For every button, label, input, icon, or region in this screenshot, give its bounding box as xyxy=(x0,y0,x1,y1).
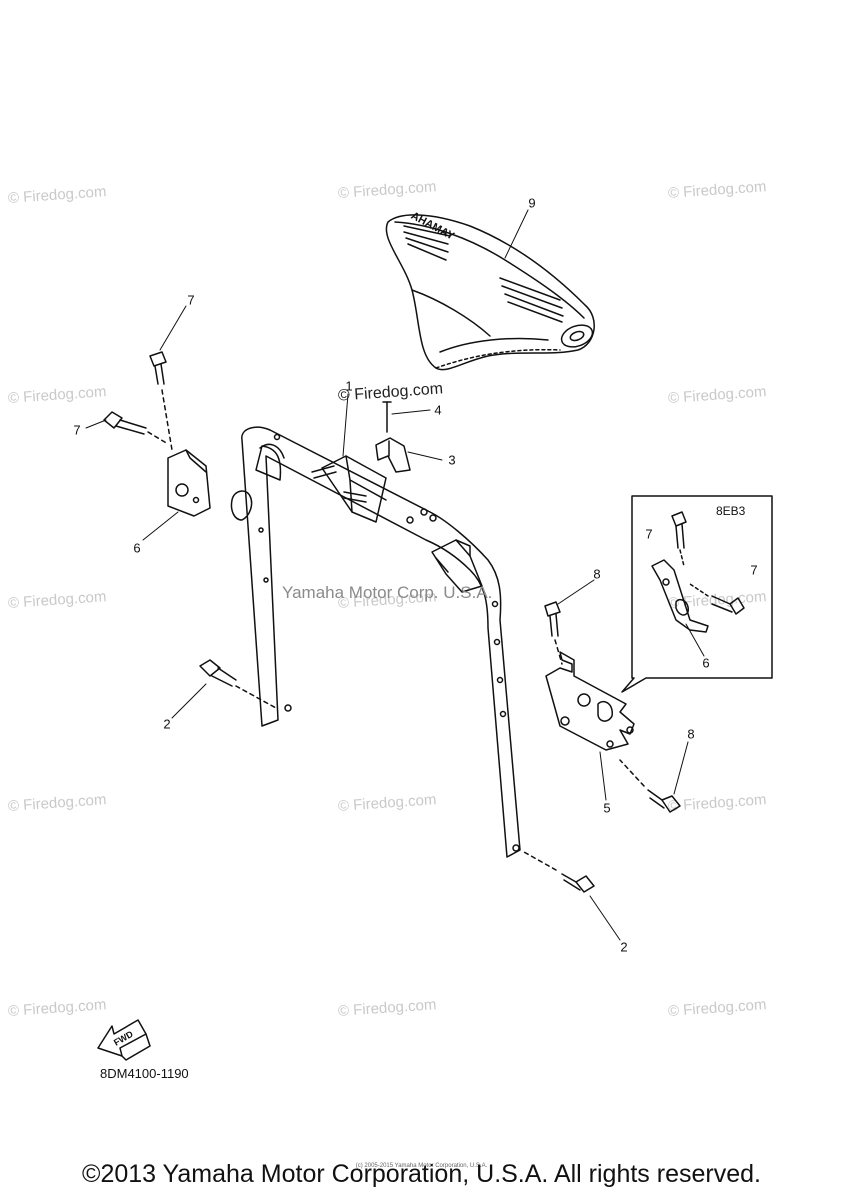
leader-lines xyxy=(85,209,705,941)
callout-2-left: 2 xyxy=(163,716,171,732)
bolt-part-7-upper xyxy=(149,351,173,451)
seat-brand-text: YAMAHA xyxy=(409,210,456,243)
fwd-arrow-icon xyxy=(97,1019,151,1061)
bracket-part-6 xyxy=(167,449,253,521)
fwd-label: FWD xyxy=(112,1029,135,1048)
callout-9: 9 xyxy=(528,195,536,211)
callout-7-left: 7 xyxy=(73,422,81,438)
callout-1: 1 xyxy=(345,378,353,394)
diagram-code: 8DM4100-1190 xyxy=(100,1066,189,1081)
inset-label: 8EB3 xyxy=(716,504,746,518)
callout-8-lower: 8 xyxy=(687,726,695,742)
frame-part-1 xyxy=(241,426,521,858)
seat-pad-part-9 xyxy=(385,214,595,371)
bolt-part-2-left xyxy=(199,659,277,709)
bolt-part-8-lower xyxy=(619,759,681,813)
tiny-notice: (c) 2005-2015 Yamaha Motor Corporation, … xyxy=(355,1163,488,1169)
plate-part-5 xyxy=(545,651,635,751)
callout-7-upper: 7 xyxy=(187,292,195,308)
callout-5: 5 xyxy=(603,800,611,816)
clip-part-3 xyxy=(375,437,411,473)
callout-6: 6 xyxy=(133,540,141,556)
callout-4: 4 xyxy=(434,402,442,418)
callout-2-right: 2 xyxy=(620,939,628,955)
screw-part-4 xyxy=(382,401,392,433)
yamaha-overlay: Yamaha Motor Corp. U.S.A. xyxy=(282,583,493,602)
callout-3: 3 xyxy=(448,452,456,468)
callout-8-upper: 8 xyxy=(593,566,601,582)
callout-7-inset-right: 7 xyxy=(750,562,758,578)
callout-6-inset: 6 xyxy=(702,655,710,671)
callout-7-inset-upper: 7 xyxy=(645,526,653,542)
copyright-notice: ©2013 Yamaha Motor Corporation, U.S.A. A… xyxy=(82,1160,761,1188)
inset-box xyxy=(621,495,773,693)
bolt-part-2-right xyxy=(523,851,595,893)
bolt-part-7-left xyxy=(103,411,169,445)
bolt-part-8-upper xyxy=(544,601,563,665)
